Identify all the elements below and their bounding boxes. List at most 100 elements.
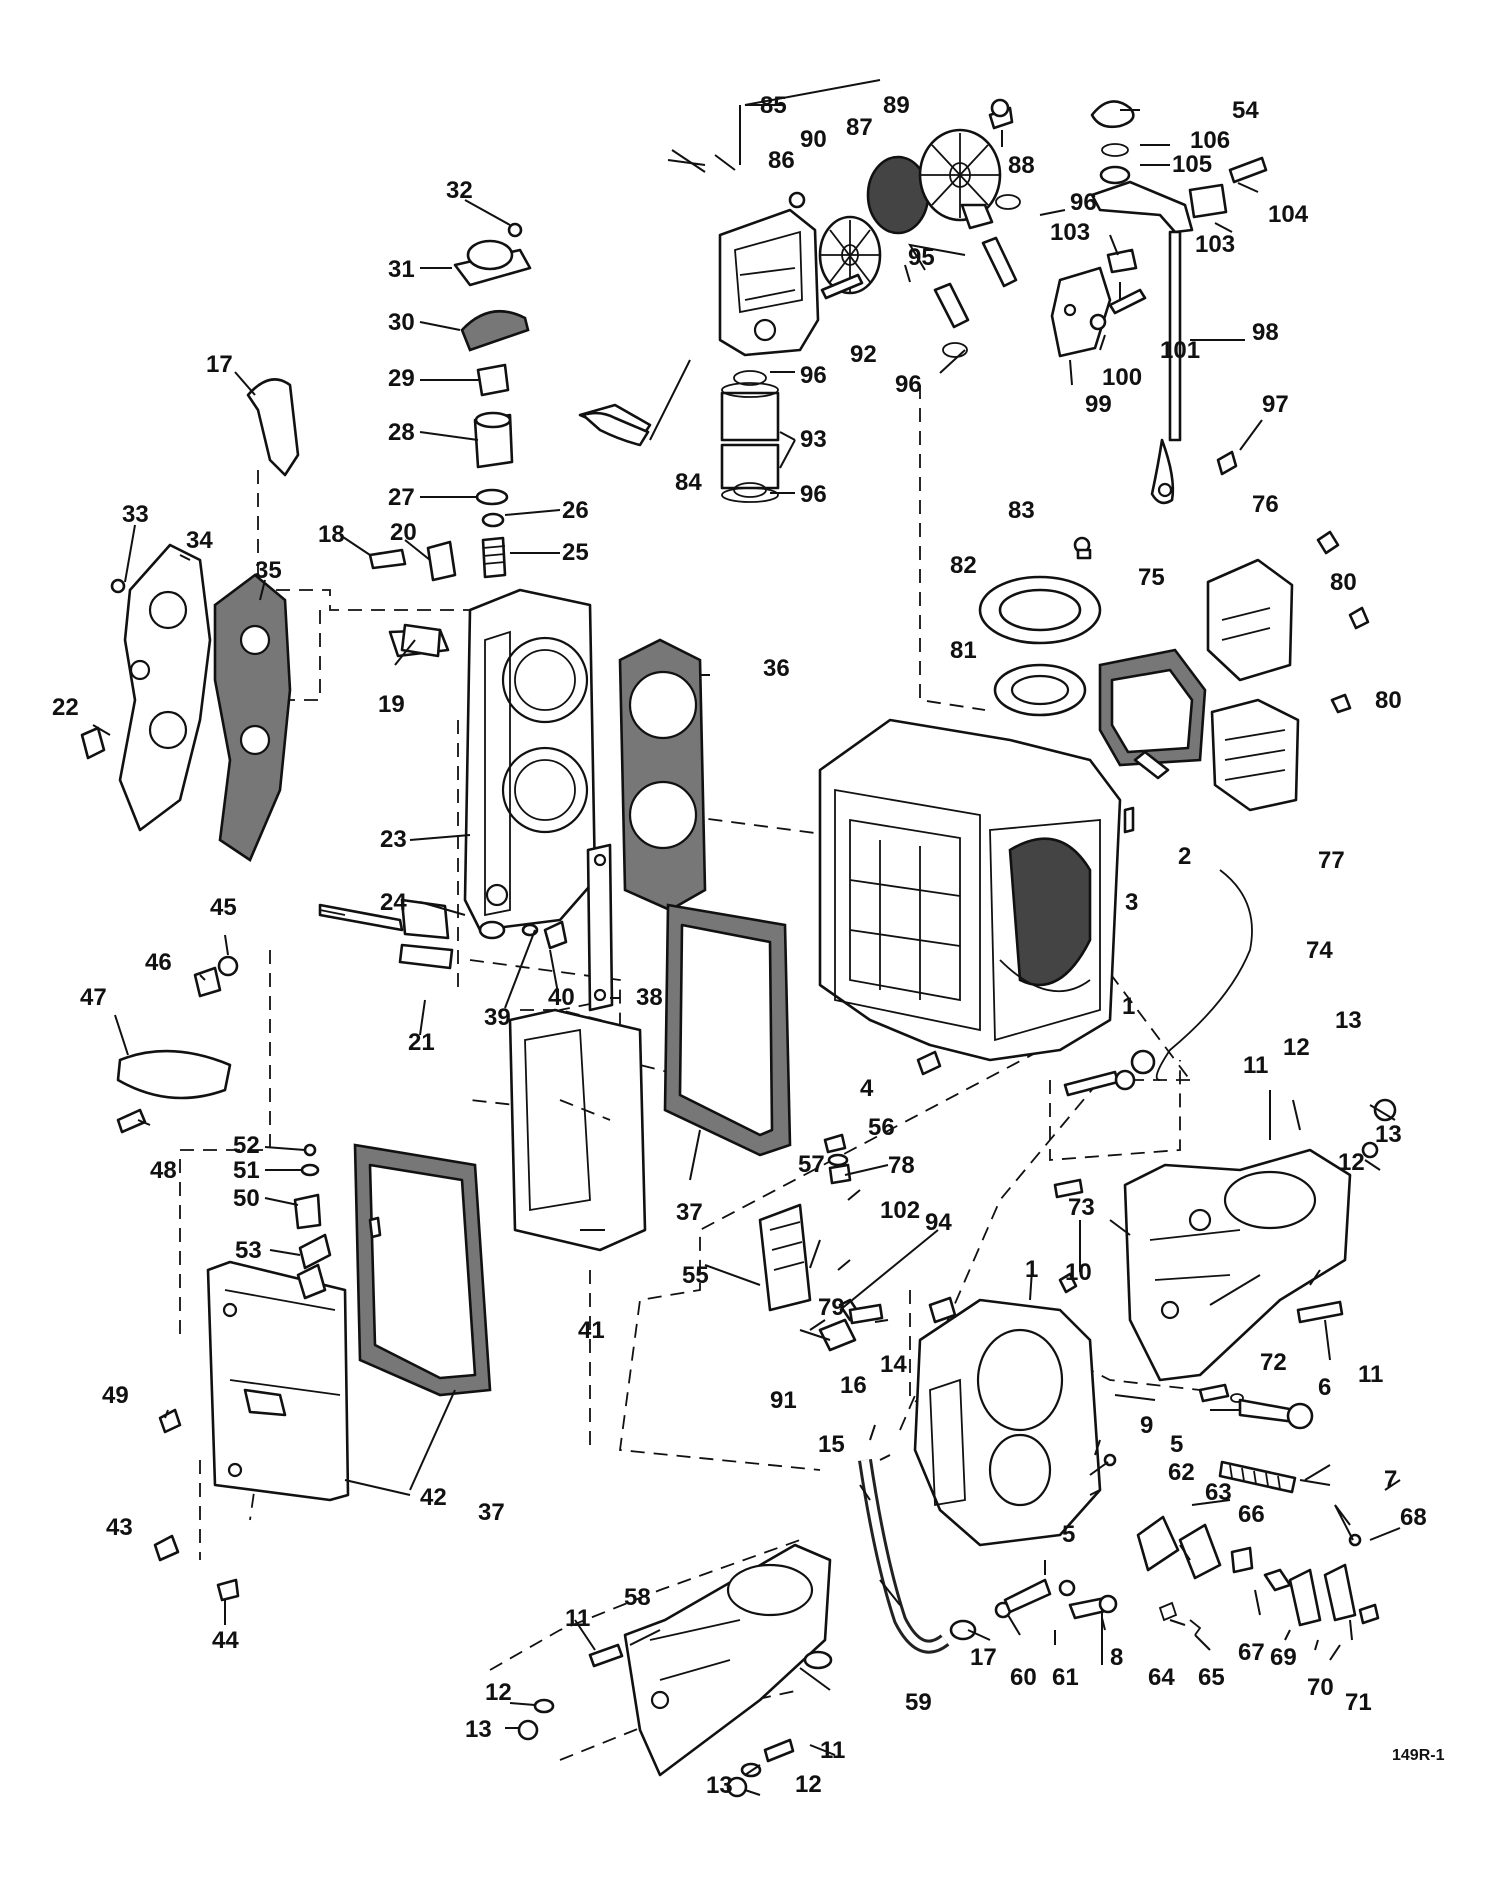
callout-6: 6 [1318,1374,1331,1401]
callout-100: 100 [1102,364,1142,391]
callout-38: 38 [636,984,663,1011]
callout-13: 13 [1335,1007,1362,1034]
callout-80: 80 [1330,569,1357,596]
hose-and-choke-parts [858,1458,1380,1654]
callout-23: 23 [380,826,407,853]
callout-37-b: 37 [478,1499,505,1526]
cylinder-head-cover [80,543,292,862]
gasket-outline-group [520,1009,641,1121]
callout-4: 4 [860,1075,874,1102]
callout-33: 33 [122,501,149,528]
callout-16: 16 [840,1372,867,1399]
callout-76: 76 [1252,491,1279,518]
callout-27: 27 [388,484,415,511]
callout-84: 84 [675,469,702,496]
callout-81: 81 [950,637,977,664]
callout-61: 61 [1052,1664,1079,1691]
misc-small-parts [319,411,650,1239]
callout-71: 71 [1345,1689,1372,1716]
callout-59: 59 [905,1689,932,1716]
callout-45: 45 [210,894,237,921]
callout-labels: 1 1 2 3 4 5 5 6 7 8 9 10 11 11 11 11 12 … [52,92,1445,1799]
cylinder-head [463,588,597,932]
callout-8: 8 [1110,1644,1123,1671]
callout-62: 62 [1168,1459,1195,1486]
callout-87: 87 [846,114,873,141]
callout-68: 68 [1400,1504,1427,1531]
callout-93: 93 [800,426,827,453]
callout-85: 85 [760,92,787,119]
callout-46: 46 [145,949,172,976]
callout-25: 25 [562,539,589,566]
callout-95: 95 [908,244,935,271]
callout-22: 22 [52,694,79,721]
fuel-pump-assembly [718,98,1021,503]
callout-5: 5 [1170,1431,1183,1458]
callout-102: 102 [880,1197,920,1224]
head-gasket [618,638,707,912]
callout-94: 94 [925,1209,952,1236]
intake-manifold-lower [517,1543,833,1798]
figure-code: 149R-1 [1392,1747,1445,1764]
callout-65: 65 [1198,1664,1225,1691]
callout-3: 3 [1125,889,1138,916]
callout-11-b: 11 [1358,1361,1383,1388]
callout-98: 98 [1252,319,1279,346]
callout-19: 19 [378,691,405,718]
callout-75: 75 [1138,564,1165,591]
callout-82: 82 [950,552,977,579]
callout-104: 104 [1268,201,1309,228]
callout-48: 48 [150,1157,177,1184]
callout-51: 51 [233,1157,260,1184]
callout-73: 73 [1068,1194,1095,1221]
callout-37: 37 [676,1199,703,1226]
callout-13-b: 13 [1375,1121,1402,1148]
callout-10: 10 [1065,1259,1092,1286]
callout-39: 39 [484,1004,511,1031]
callout-96-b: 96 [895,371,922,398]
callout-43: 43 [106,1514,133,1541]
callout-12: 12 [1283,1034,1310,1061]
exhaust-cover-plate [116,955,350,1602]
callout-9: 9 [1140,1412,1153,1439]
callout-96: 96 [1070,189,1097,216]
callout-41: 41 [578,1317,605,1344]
callout-103: 103 [1050,219,1090,246]
callout-47: 47 [80,984,107,1011]
callout-24: 24 [380,889,407,916]
callout-7: 7 [1384,1466,1397,1493]
callout-96-d: 96 [800,481,827,508]
callout-28: 28 [388,419,415,446]
callout-5-b: 5 [1062,1521,1075,1548]
throttle-linkage [1050,100,1268,505]
bypass-cover-group [318,843,792,1397]
callout-97: 97 [1262,391,1289,418]
intake-manifold-upper [1053,1049,1397,1494]
callout-99: 99 [1085,391,1112,418]
callout-79: 79 [818,1294,845,1321]
callout-63: 63 [1205,1479,1232,1506]
callout-80-b: 80 [1375,687,1402,714]
reed-cover-assembly [978,530,1370,812]
callout-55: 55 [682,1262,709,1289]
callout-15: 15 [818,1431,845,1458]
callout-92: 92 [850,341,877,368]
callout-53: 53 [235,1237,262,1264]
callout-49: 49 [102,1382,129,1409]
callout-67: 67 [1238,1639,1265,1666]
callout-40: 40 [548,984,575,1011]
callout-74: 74 [1306,937,1333,964]
callout-2: 2 [1178,843,1191,870]
callout-52: 52 [233,1132,260,1159]
callout-86: 86 [768,147,795,174]
cylinder-block [818,718,1253,1081]
callout-96-c: 96 [800,362,827,389]
callout-1: 1 [1122,993,1135,1020]
callout-34: 34 [186,527,213,554]
callout-31: 31 [388,256,415,283]
callout-88: 88 [1008,152,1035,179]
callout-56: 56 [868,1114,895,1141]
callout-14: 14 [880,1351,907,1378]
callout-58: 58 [624,1584,651,1611]
